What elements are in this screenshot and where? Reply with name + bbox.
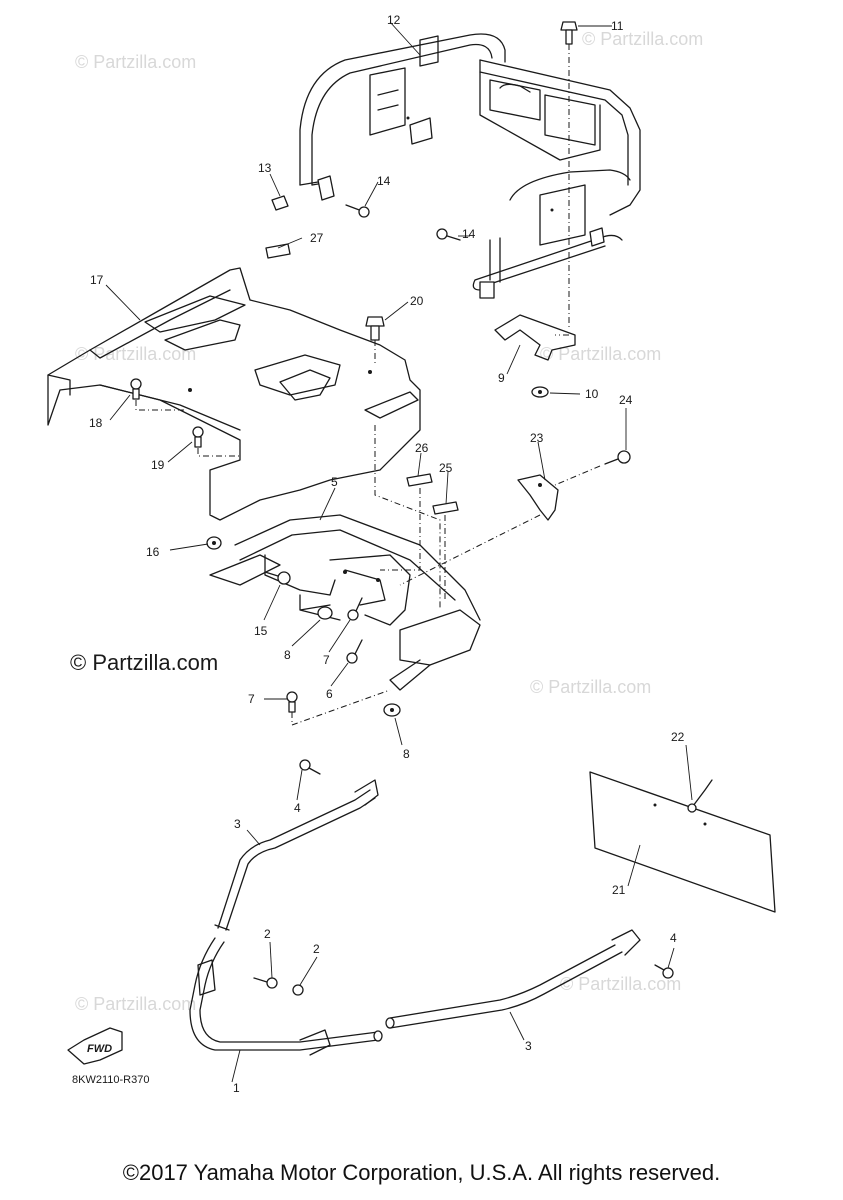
callout-number: 5 <box>331 475 338 489</box>
callout-number: 25 <box>439 461 453 475</box>
callout-number: 20 <box>410 294 424 308</box>
bracket-9 <box>494 314 576 361</box>
dash-line <box>135 400 185 411</box>
callout-number: 6 <box>326 687 333 701</box>
dash-line <box>374 425 441 610</box>
nut-16 <box>206 536 222 550</box>
callout-number: 19 <box>151 458 165 472</box>
fwd-arrow-icon: FWD <box>67 1027 123 1065</box>
callout-number: 10 <box>585 387 599 401</box>
copyright-notice: ©2017 Yamaha Motor Corporation, U.S.A. A… <box>122 1160 721 1185</box>
callout-number: 14 <box>377 174 391 188</box>
callout-number: 13 <box>258 161 272 175</box>
dash-line <box>197 448 240 457</box>
callout-number: 3 <box>525 1039 532 1053</box>
dash-line <box>380 488 421 571</box>
bolt-7 <box>286 691 298 713</box>
callout-number: 1 <box>233 1081 240 1095</box>
plate-22 <box>589 771 776 913</box>
callout-number: 4 <box>670 931 677 945</box>
partzilla-watermark: © Partzilla.com <box>70 650 219 675</box>
callout-number: 3 <box>234 817 241 831</box>
callout-number: 12 <box>387 13 401 27</box>
callout-number: 21 <box>612 883 626 897</box>
cap-13 <box>271 195 289 211</box>
callout-number: 4 <box>294 801 301 815</box>
dash-line <box>399 465 601 586</box>
fwd-label: FWD <box>87 1043 112 1055</box>
bolt-20 <box>365 316 385 341</box>
callout-labels: 1 2 2 3 3 4 4 5 6 7 7 8 8 9 10 11 12 13 … <box>89 13 685 1095</box>
callout-number: 17 <box>90 273 104 287</box>
nut-8 <box>383 703 401 717</box>
callout-number: 8 <box>403 747 410 761</box>
bolt-7 <box>347 597 363 621</box>
rear-rack-frame <box>299 33 641 299</box>
callout-number: 2 <box>313 942 320 956</box>
bolt-2 <box>253 977 278 989</box>
bolt-15 <box>264 571 291 585</box>
lower-bar-1 <box>189 937 383 1056</box>
stay-rod-3 <box>214 779 379 931</box>
diagram-code: 8KW2110-R370 <box>72 1074 150 1086</box>
watermark-faint: © Partzilla.com <box>560 974 681 994</box>
callout-number: 9 <box>498 371 505 385</box>
callout-number: 15 <box>254 624 268 638</box>
nut-8 <box>317 606 333 620</box>
callout-number: 27 <box>310 231 324 245</box>
sub-frame <box>209 514 481 691</box>
watermark-faint: © Partzilla.com <box>75 52 196 72</box>
watermark-faint: © Partzilla.com <box>540 344 661 364</box>
dash-line <box>291 689 391 726</box>
watermark-faint: © Partzilla.com <box>75 344 196 364</box>
bolt-4 <box>299 759 321 775</box>
bolt-2 <box>292 984 304 996</box>
bolt-18 <box>130 378 142 400</box>
bolt-6 <box>346 639 363 664</box>
watermark-faint: © Partzilla.com <box>530 677 651 697</box>
leader-lines <box>105 21 693 1083</box>
callout-number: 18 <box>89 416 103 430</box>
nut-10 <box>531 386 549 398</box>
callout-number: 24 <box>619 393 633 407</box>
callout-number: 23 <box>530 431 544 445</box>
label-27 <box>406 473 433 487</box>
label-21 <box>265 243 291 259</box>
callout-number: 22 <box>671 730 685 744</box>
rivet-23 <box>687 779 713 813</box>
watermark-faint: © Partzilla.com <box>75 994 196 1014</box>
callout-number: 8 <box>284 648 291 662</box>
callout-number: 14 <box>462 227 476 241</box>
bolt-11 <box>560 21 578 45</box>
bolt-14 <box>345 204 370 218</box>
bolt-19 <box>192 426 204 448</box>
callout-number: 16 <box>146 545 160 559</box>
rear-cover <box>47 267 421 521</box>
callout-number: 2 <box>264 927 271 941</box>
callout-number: 7 <box>323 653 330 667</box>
watermark-faint: © Partzilla.com <box>582 29 703 49</box>
stay-rod-3 <box>385 929 641 1029</box>
bolt-25 <box>604 450 631 465</box>
callout-number: 7 <box>248 692 255 706</box>
callout-number: 26 <box>415 441 429 455</box>
bolt-14 <box>436 228 461 241</box>
callout-number: 11 <box>611 19 624 33</box>
label-26 <box>432 501 459 515</box>
bracket-24 <box>517 474 559 521</box>
